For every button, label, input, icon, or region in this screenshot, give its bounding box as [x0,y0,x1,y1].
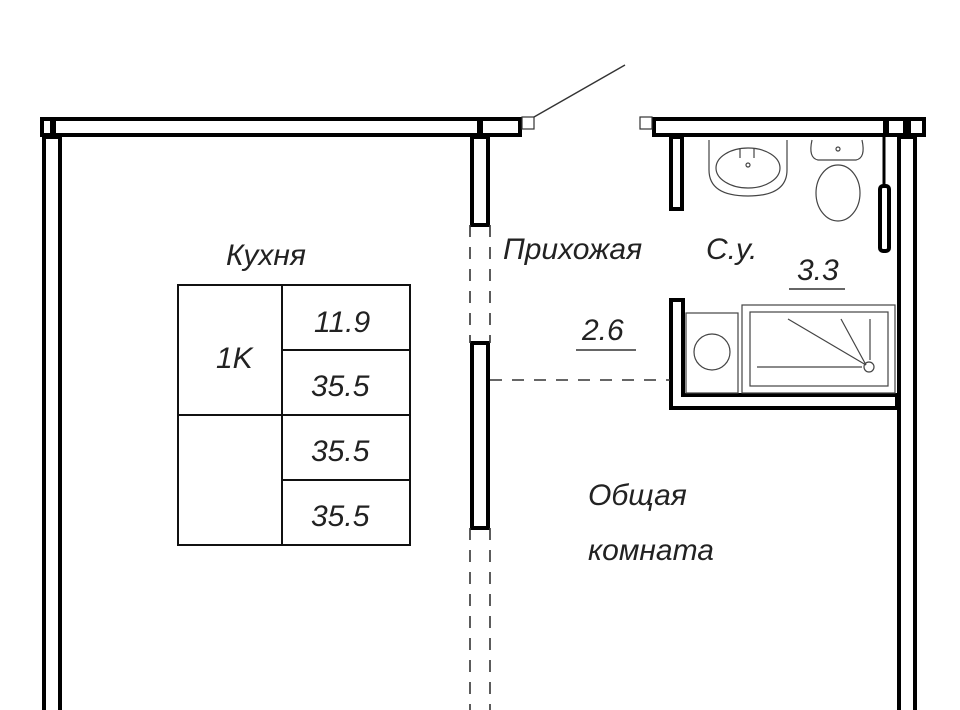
bathroom-door-leaf [878,184,891,253]
kitchen-area-value: 11.9 [314,306,370,339]
top-wall-right [652,117,926,137]
partition-upper [470,135,490,227]
walls [40,117,926,710]
bathroom-partition-top [669,135,684,211]
right-wall [897,135,917,710]
bathroom-partition-bottom [669,298,899,410]
entrance-door [521,64,653,130]
bathroom-area: 3.3 [797,254,839,287]
left-wall [42,135,62,710]
total-area-value: 35.5 [311,435,370,468]
area-summary-table: 1K 11.9 35.5 35.5 35.5 [177,284,411,546]
hallway-label: Прихожая [503,233,642,266]
hallway-area: 2.6 [581,314,624,347]
shower-tray-icon [741,304,896,394]
apartment-type: 1K [216,342,255,375]
sink-icon [708,140,788,197]
washing-machine-icon [685,312,739,394]
zone-lines [469,225,670,710]
toilet-icon [810,139,864,222]
total-area-with-balcony-value: 35.5 [311,500,370,533]
partition-middle [470,341,490,530]
bathroom-label: С.у. [706,233,757,266]
top-wall-left [40,117,522,137]
kitchen-label: Кухня [226,239,306,272]
living-area-value: 35.5 [311,370,370,403]
